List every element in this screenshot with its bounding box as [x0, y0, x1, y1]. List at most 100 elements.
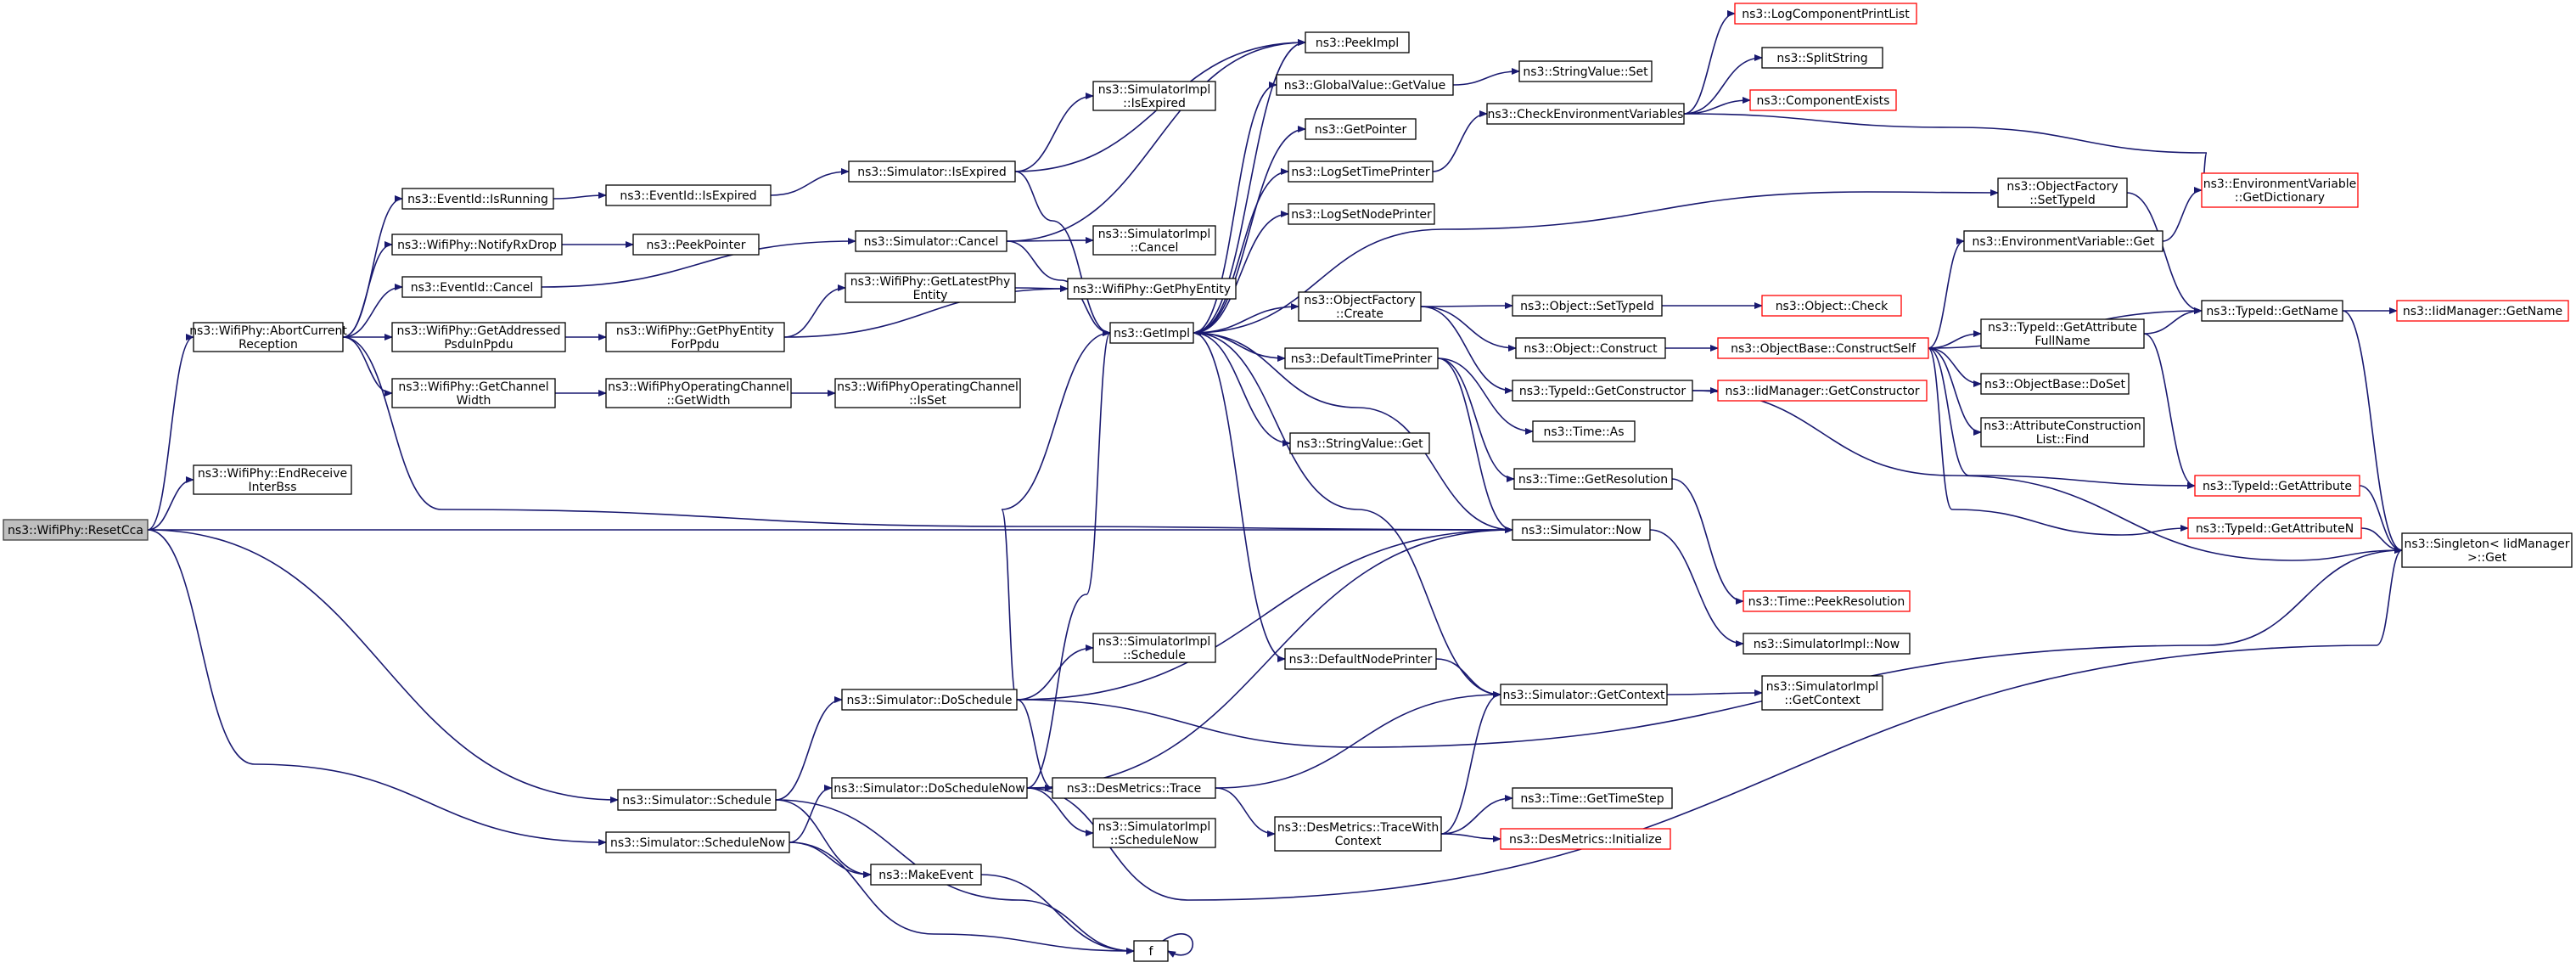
node-envvar_getdictionary[interactable]: ns3::EnvironmentVariable::GetDictionary [2201, 172, 2359, 208]
node-typeid_getconstructor[interactable]: ns3::TypeId::GetConstructor [1512, 380, 1693, 402]
node-simimpl_schedulenow[interactable]: ns3::SimulatorImpl::ScheduleNow [1092, 818, 1216, 848]
node-sim_schedulenow[interactable]: ns3::Simulator::ScheduleNow [605, 831, 790, 853]
node-box [605, 378, 792, 408]
node-getimpl[interactable]: ns3::GetImpl [1109, 322, 1194, 344]
node-label: ns3::StringValue::Get [1296, 437, 1423, 451]
node-object_construct[interactable]: ns3::Object::Construct [1515, 337, 1666, 359]
node-box [1305, 31, 1410, 53]
node-label: ns3::SimulatorImpl [1098, 83, 1211, 97]
node-singleton_get[interactable]: ns3::Singleton< IidManager>::Get [2401, 532, 2573, 568]
node-sim_doschedule[interactable]: ns3::Simulator::DoSchedule [841, 689, 1018, 711]
node-globalvalue_getvalue[interactable]: ns3::GlobalValue::GetValue [1276, 74, 1454, 96]
node-resetcca[interactable]: ns3::WifiPhy::ResetCca [3, 519, 149, 541]
node-label: ns3::GetImpl [1114, 327, 1190, 340]
node-peekpointer[interactable]: ns3::PeekPointer [632, 234, 760, 256]
node-typeid_getattributen[interactable]: ns3::TypeId::GetAttributeN [2187, 517, 2362, 539]
edge-sim_now-to-getimpl [1193, 329, 1513, 531]
node-eventid_cancel[interactable]: ns3::EventId::Cancel [401, 276, 542, 298]
node-object_settypeid[interactable]: ns3::Object::SetTypeId [1512, 295, 1663, 317]
node-label: ns3::DesMetrics::Trace [1067, 782, 1202, 796]
node-label: ns3::GlobalValue::GetValue [1284, 79, 1445, 93]
node-time_gettimestep[interactable]: ns3::Time::GetTimeStep [1512, 787, 1673, 809]
node-getphyentity[interactable]: ns3::WifiPhy::GetPhyEntity [1067, 278, 1237, 300]
node-simimpl_now[interactable]: ns3::SimulatorImpl::Now [1743, 633, 1911, 655]
node-label: ns3::Object::Construct [1524, 342, 1658, 356]
node-box [1717, 337, 1929, 359]
node-defaulttimeprinter[interactable]: ns3::DefaultTimePrinter [1284, 347, 1439, 369]
node-makeevent[interactable]: ns3::MakeEvent [870, 864, 982, 886]
node-box [845, 273, 1016, 303]
node-desmetrics_trace[interactable]: ns3::DesMetrics::Trace [1052, 777, 1216, 799]
edge-defaultnodeprinter-to-sim_getcontext [1435, 658, 1501, 698]
node-box [1067, 278, 1237, 300]
edge-abortcurrent-to-eventid_isrunning [342, 195, 403, 338]
node-f[interactable]: f [1133, 940, 1169, 962]
node-checkenvvars[interactable]: ns3::CheckEnvironmentVariables [1486, 103, 1685, 125]
node-time_peekresolution[interactable]: ns3::Time::PeekResolution [1743, 590, 1911, 612]
node-box [1092, 633, 1216, 663]
node-getpointer[interactable]: ns3::GetPointer [1305, 118, 1417, 140]
node-iidmanager_getconstructor[interactable]: ns3::IidManager::GetConstructor [1717, 380, 1928, 402]
node-logsetnodeprinter[interactable]: ns3::LogSetNodePrinter [1288, 203, 1435, 225]
node-label: ns3::ObjectBase::ConstructSelf [1731, 342, 1917, 356]
node-peekimpl[interactable]: ns3::PeekImpl [1305, 31, 1410, 53]
node-object_check[interactable]: ns3::Object::Check [1761, 295, 1902, 317]
node-label: ns3::SimulatorImpl [1098, 820, 1211, 834]
edge-sim_doschedule-to-singleton_get [1016, 547, 2403, 748]
node-box [1109, 322, 1194, 344]
node-label: Context [1335, 835, 1382, 848]
node-box [2401, 532, 2573, 568]
node-simimpl_isexpired[interactable]: ns3::SimulatorImpl::IsExpired [1092, 81, 1216, 111]
node-label: ns3::WifiPhy::NotifyRxDrop [397, 239, 557, 252]
node-componentexists[interactable]: ns3::ComponentExists [1749, 89, 1897, 111]
node-simimpl_schedule[interactable]: ns3::SimulatorImpl::Schedule [1092, 633, 1216, 663]
node-label: ns3::ObjectFactory [2006, 180, 2118, 194]
node-splitstring[interactable]: ns3::SplitString [1761, 47, 1883, 69]
node-label: ns3::EventId::IsRunning [407, 193, 548, 206]
node-box [1274, 816, 1442, 852]
node-simimpl_cancel[interactable]: ns3::SimulatorImpl::Cancel [1092, 225, 1216, 256]
node-notifyrxdrop[interactable]: ns3::WifiPhy::NotifyRxDrop [391, 234, 563, 256]
node-desmetrics_initialize[interactable]: ns3::DesMetrics::Initialize [1500, 828, 1671, 850]
node-sim_isexpired[interactable]: ns3::Simulator::IsExpired [848, 160, 1016, 183]
node-label: >::Get [2467, 551, 2507, 565]
node-sim_cancel[interactable]: ns3::Simulator::Cancel [855, 230, 1007, 252]
node-label: f [1149, 945, 1154, 959]
node-time_getresolution[interactable]: ns3::Time::GetResolution [1513, 468, 1673, 490]
node-eventid_isexpired[interactable]: ns3::EventId::IsExpired [605, 184, 772, 206]
node-sim_now[interactable]: ns3::Simulator::Now [1512, 519, 1651, 541]
node-opchan_getwidth[interactable]: ns3::WifiPhyOperatingChannel::GetWidth [605, 378, 792, 408]
node-box [1288, 203, 1435, 225]
node-objectfactory_settypeid[interactable]: ns3::ObjectFactory::SetTypeId [1997, 177, 2128, 208]
node-stringvalue_get[interactable]: ns3::StringValue::Get [1289, 432, 1430, 454]
node-sim_doschedulenow[interactable]: ns3::Simulator::DoScheduleNow [831, 777, 1028, 799]
node-iidmanager_getname[interactable]: ns3::IidManager::GetName [2396, 300, 2569, 322]
node-opchan_isset[interactable]: ns3::WifiPhyOperatingChannel::IsSet [834, 378, 1021, 408]
node-logcomponentprintlist[interactable]: ns3::LogComponentPrintList [1734, 3, 1917, 25]
node-sim_getcontext[interactable]: ns3::Simulator::GetContext [1500, 684, 1668, 706]
node-typeid_getname[interactable]: ns3::TypeId::GetName [2201, 300, 2343, 322]
node-label: Entity [913, 289, 948, 302]
node-envvar_get[interactable]: ns3::EnvironmentVariable::Get [1963, 230, 2164, 252]
node-objectbase_constructself[interactable]: ns3::ObjectBase::ConstructSelf [1717, 337, 1929, 359]
node-time_as[interactable]: ns3::Time::As [1532, 420, 1636, 442]
node-logsettimeprinter[interactable]: ns3::LogSetTimePrinter [1288, 160, 1434, 183]
node-label: ns3::WifiPhy::GetLatestPhy [850, 275, 1011, 289]
node-eventid_isrunning[interactable]: ns3::EventId::IsRunning [401, 188, 554, 210]
node-simimpl_getcontext[interactable]: ns3::SimulatorImpl::GetContext [1761, 675, 1883, 711]
node-sim_schedule[interactable]: ns3::Simulator::Schedule [617, 789, 777, 811]
node-typeid_getattribute[interactable]: ns3::TypeId::GetAttribute [2194, 475, 2360, 497]
node-objectfactory_create[interactable]: ns3::ObjectFactory::Create [1298, 291, 1422, 322]
node-stringvalue_set[interactable]: ns3::StringValue::Set [1518, 60, 1653, 82]
node-objectbase_doset[interactable]: ns3::ObjectBase::DoSet [1980, 373, 2130, 395]
node-defaultnodeprinter[interactable]: ns3::DefaultNodePrinter [1284, 648, 1437, 670]
